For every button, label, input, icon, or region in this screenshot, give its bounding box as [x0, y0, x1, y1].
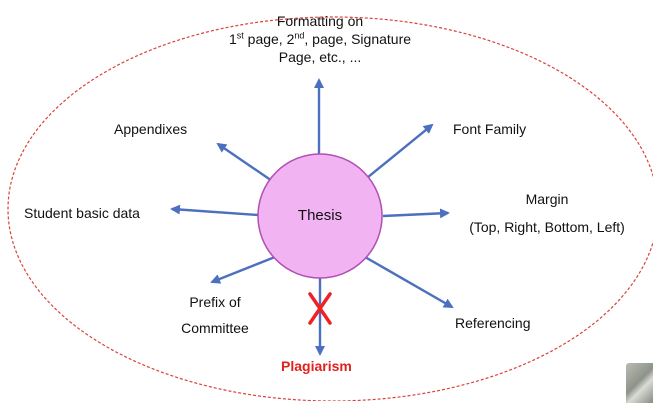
boundary-ellipse: [7, 16, 653, 401]
prefix-line-2: Committee: [181, 320, 249, 336]
font-family-label: Font Family: [453, 121, 527, 137]
formatting-line-1: Formatting on: [276, 13, 364, 29]
margin-detail: (Top, Right, Bottom, Left): [469, 219, 625, 235]
prefix-of-committee-label: Prefix of Committee: [170, 289, 260, 341]
prefix-line-1: Prefix of: [189, 294, 241, 310]
formatting-label: Formatting on 1st page, 2nd, page, Signa…: [200, 12, 440, 66]
arrow-to-prefix: [210, 255, 276, 284]
cross-mark: [308, 292, 332, 325]
margin-title: Margin: [525, 191, 569, 207]
arrow-to-student-data: [170, 204, 259, 217]
arrow-to-margin: [382, 208, 450, 219]
corner-thumbnail: [626, 363, 653, 403]
arrow-to-font-family: [361, 123, 434, 183]
margin-label: Margin (Top, Right, Bottom, Left): [452, 190, 642, 236]
appendixes-label: Appendixes: [114, 121, 188, 137]
arrow-to-appendixes: [216, 142, 279, 186]
center-label: Thesis: [297, 207, 343, 224]
formatting-line-3: Page, etc., ...: [278, 49, 362, 65]
arrow-to-referencing: [364, 255, 454, 309]
plagiarism-label: Plagiarism: [281, 358, 352, 374]
thesis-circle: [257, 153, 383, 279]
formatting-line-2: 1st page, 2nd, page, Signature: [228, 30, 412, 47]
referencing-label: Referencing: [455, 315, 531, 331]
student-basic-data-label: Student basic data: [24, 205, 140, 221]
